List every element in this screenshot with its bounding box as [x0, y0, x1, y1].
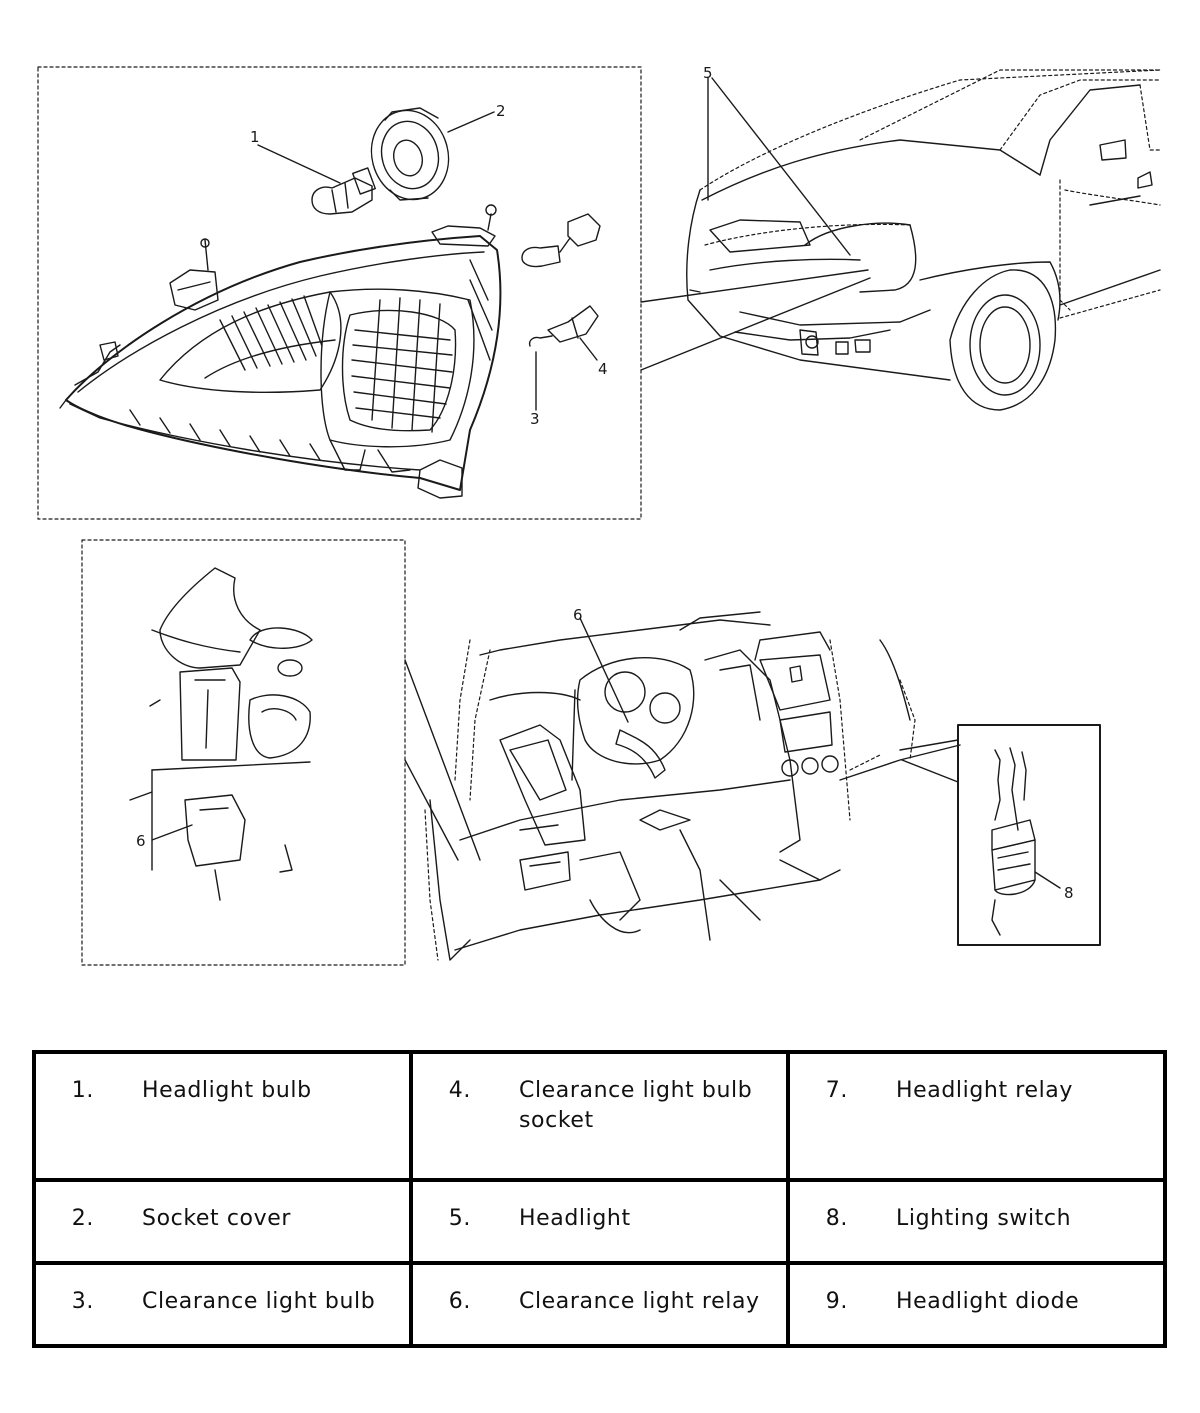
- legend-cell: 7. Headlight relay: [786, 1050, 1167, 1182]
- switch-inset-leader-bottom: [901, 759, 959, 783]
- callout-3: 3: [530, 410, 540, 428]
- legend-row: 2. Socket cover 5. Headlight 8. Lighting sw…: [32, 1177, 1167, 1265]
- legend-cell: 6. Clearance light relay: [409, 1260, 790, 1349]
- relay-inset-leader-top: [404, 659, 481, 861]
- dashboard-drawing: [424, 611, 961, 961]
- legend-cell: 2. Socket cover: [32, 1177, 413, 1265]
- legend-number: 4.: [448, 1078, 471, 1103]
- legend-row: 3. Clearance light bulb 6. Clearance light…: [32, 1260, 1167, 1349]
- parts-illustration: 1 2 3 4: [37, 64, 1161, 966]
- legend-number: 6.: [448, 1288, 471, 1314]
- legend-cell: 3. Clearance light bulb: [32, 1260, 413, 1349]
- headlight-housing: [59, 204, 502, 499]
- legend-label: Headlight diode: [896, 1288, 1080, 1314]
- legend-cell: 1. Headlight bulb: [32, 1050, 413, 1182]
- headlight-bulb-drawing: [257, 144, 376, 215]
- legend-label: Clearance light relay: [519, 1288, 760, 1314]
- inset-to-car-leader-top: [640, 269, 869, 303]
- legend-label: Headlight: [519, 1205, 631, 1231]
- callout-4: 4: [598, 360, 608, 378]
- legend-label: Clearance light bulb socket: [519, 1078, 753, 1133]
- socket-cover-drawing: [370, 107, 495, 201]
- headlight-assembly-inset: 1 2 3 4: [37, 66, 642, 520]
- relay-inset: 6: [81, 539, 406, 966]
- legend-number: 8.: [825, 1205, 848, 1231]
- legend-cell: 8. Lighting switch: [786, 1177, 1167, 1265]
- legend-number: 5.: [448, 1205, 471, 1231]
- legend-row: 1. Headlight bulb 4. Clearance light bulb …: [32, 1050, 1167, 1182]
- lighting-switch-inset: 8: [957, 724, 1101, 946]
- legend-number: 9.: [825, 1288, 848, 1314]
- callout-6a: 6: [136, 832, 146, 850]
- legend-cell: 9. Headlight diode: [786, 1260, 1167, 1349]
- legend-number: 1.: [71, 1078, 94, 1103]
- legend-number: 3.: [71, 1288, 94, 1314]
- callout-6b: 6: [573, 606, 583, 624]
- callout-1: 1: [250, 128, 260, 146]
- callout-5: 5: [703, 64, 713, 82]
- legend-cell: 5. Headlight: [409, 1177, 790, 1265]
- car-front-drawing: [686, 69, 1161, 411]
- legend-number: 2.: [71, 1205, 94, 1231]
- legend-label: Lighting switch: [896, 1205, 1072, 1231]
- inset-to-car-leader-bottom: [640, 277, 871, 371]
- parts-legend-table: 1. Headlight bulb 4. Clearance light bulb …: [32, 1050, 1167, 1349]
- legend-label: Clearance light bulb: [142, 1288, 376, 1314]
- legend-label: Headlight relay: [896, 1078, 1073, 1103]
- legend-number: 7.: [825, 1078, 848, 1103]
- legend-label: Headlight bulb: [142, 1078, 312, 1103]
- legend-cell: 4. Clearance light bulb socket: [409, 1050, 790, 1182]
- legend-label: Socket cover: [142, 1205, 291, 1231]
- callout-8: 8: [1064, 884, 1074, 902]
- switch-inset-leader-top: [899, 739, 959, 751]
- callout-2: 2: [496, 102, 506, 120]
- clearance-bulb-and-socket-drawing: [521, 213, 601, 411]
